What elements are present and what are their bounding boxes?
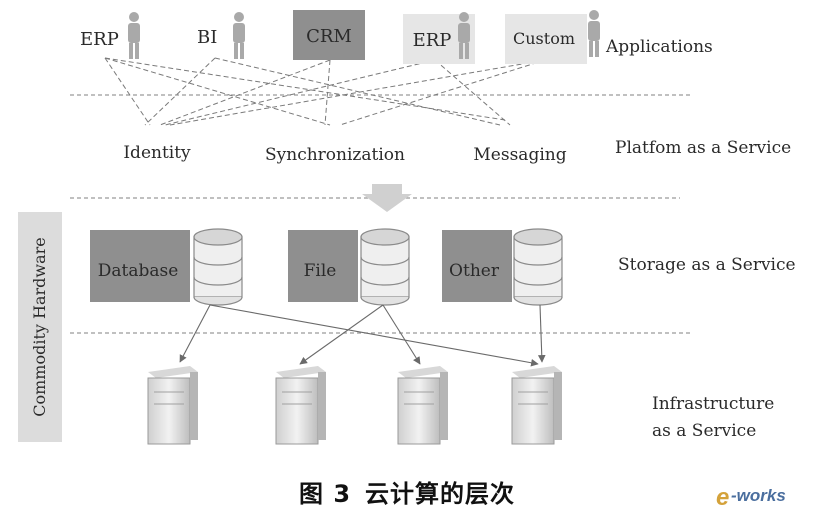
app-custom: Custom xyxy=(505,10,600,64)
storage-database: Database xyxy=(90,228,243,306)
logo-prefix: e xyxy=(716,484,729,511)
layer-label-infrastructure-sub: as a Service xyxy=(652,421,756,441)
app-label: Custom xyxy=(513,29,575,48)
applications-row: ERP BI CRM ERP xyxy=(80,10,600,64)
storage-file: File xyxy=(288,228,410,306)
caption-title: 云计算的层次 xyxy=(365,480,516,508)
server-row xyxy=(147,366,562,445)
app-service-connectors xyxy=(104,57,546,126)
server-icon xyxy=(397,366,448,445)
person-icon xyxy=(588,10,600,57)
commodity-hardware-panel: Commodity Hardware xyxy=(18,212,62,442)
side-label: Commodity Hardware xyxy=(30,237,49,417)
server-icon xyxy=(511,366,562,445)
logo-suffix: -works xyxy=(731,486,786,505)
app-label: CRM xyxy=(306,26,352,47)
database-cylinder-icon xyxy=(513,228,563,306)
server-icon xyxy=(275,366,326,445)
app-crm: CRM xyxy=(293,10,365,60)
service-synchronization: Synchronization xyxy=(265,145,405,165)
storage-label: Other xyxy=(449,261,500,281)
figure-caption: 图 3 云计算的层次 xyxy=(0,474,814,509)
storage-label: File xyxy=(304,261,337,281)
database-cylinder-icon xyxy=(193,228,243,306)
storage-server-connectors xyxy=(179,304,546,367)
service-messaging: Messaging xyxy=(473,145,566,165)
layer-labels: Applications Platfom as a Service Storag… xyxy=(605,37,796,441)
layer-label-applications: Applications xyxy=(605,37,713,57)
service-identity: Identity xyxy=(123,143,191,163)
app-erp-2: ERP xyxy=(403,12,475,64)
layer-label-paas: Platfom as a Service xyxy=(615,138,791,158)
storage-row: Database File Other xyxy=(90,228,563,306)
storage-other: Other xyxy=(442,228,563,306)
storage-label: Database xyxy=(98,261,179,281)
platform-services: Identity Synchronization Messaging xyxy=(123,143,566,165)
down-arrow-icon xyxy=(362,184,412,212)
app-label: ERP xyxy=(413,30,452,51)
e-works-logo: e -works xyxy=(716,484,786,511)
app-erp-1: ERP xyxy=(80,12,140,59)
person-icon xyxy=(128,12,140,59)
server-icon xyxy=(147,366,198,445)
database-cylinder-icon xyxy=(360,228,410,306)
app-label: BI xyxy=(197,27,217,48)
person-icon xyxy=(233,12,245,59)
layer-label-infrastructure: Infrastructure xyxy=(652,394,774,414)
caption-figure-number: 图 3 xyxy=(298,480,352,508)
person-icon xyxy=(458,12,470,59)
app-bi: BI xyxy=(197,12,245,59)
layer-label-storage: Storage as a Service xyxy=(618,255,796,275)
app-label: ERP xyxy=(80,29,119,50)
